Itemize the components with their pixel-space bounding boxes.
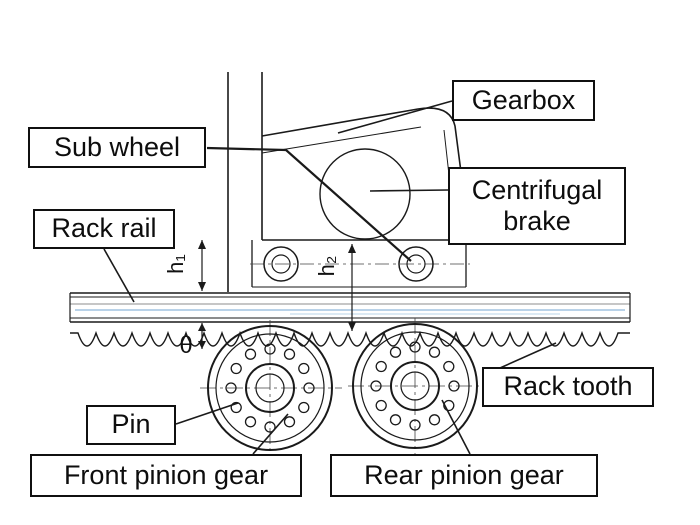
label-sub-wheel: Sub wheel — [28, 127, 206, 168]
rear-pinion-gear-drawing — [348, 318, 486, 454]
label-rack-tooth: Rack tooth — [482, 367, 654, 407]
support-column — [227, 72, 263, 292]
dimension-annotations: h₁ h₂ θ — [163, 240, 356, 359]
sub-wheels — [250, 246, 470, 282]
leader-lines — [103, 100, 557, 455]
dimension-h2: h₂ — [314, 256, 339, 277]
front-pinion-gear-drawing — [200, 320, 342, 456]
label-rack-rail: Rack rail — [33, 209, 175, 249]
rack-rail-lines — [69, 292, 631, 323]
label-gearbox: Gearbox — [452, 80, 595, 121]
pin-leader — [175, 402, 239, 425]
centrifugal-brake-leader — [369, 189, 449, 192]
label-pin: Pin — [86, 405, 176, 445]
label-rear-pinion-gear: Rear pinion gear — [330, 454, 598, 497]
gearbox-housing — [251, 107, 470, 288]
centrifugal-brake-wheel — [319, 148, 411, 240]
rack-teeth — [70, 330, 630, 347]
label-centrifugal-brake-line2: brake — [503, 206, 571, 236]
dimension-h1: h₁ — [163, 254, 188, 274]
rack-rail-leader — [103, 248, 135, 303]
label-front-pinion-gear: Front pinion gear — [30, 454, 302, 497]
rear-pinion-gear-leader — [441, 399, 471, 455]
rack-tooth-leader — [499, 342, 557, 369]
gearbox-leader — [337, 100, 453, 134]
label-centrifugal-brake: Centrifugal brake — [448, 167, 626, 245]
sub-wheel-leader — [206, 146, 412, 262]
label-centrifugal-brake-line1: Centrifugal — [471, 174, 603, 205]
front-pinion-gear-leader — [252, 413, 289, 455]
dimension-theta: θ — [179, 332, 192, 359]
